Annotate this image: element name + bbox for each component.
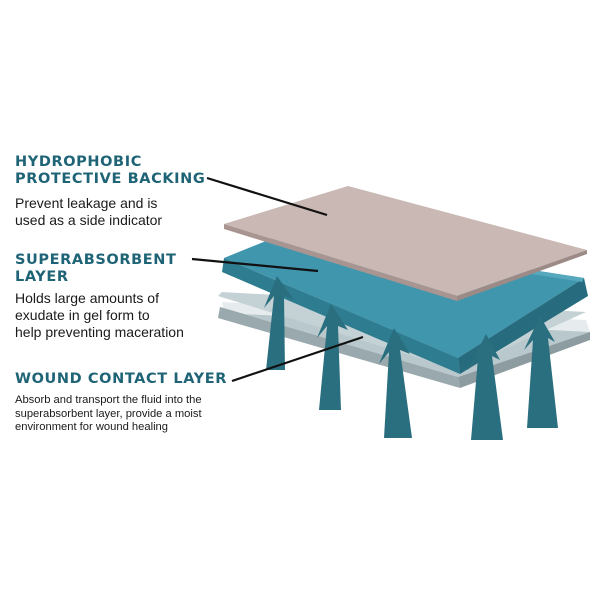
backing-description-line-1: Prevent leakage and is (15, 195, 158, 211)
arrow-1 (264, 276, 294, 370)
backing-title-line-1: HYDROPHOBIC (15, 154, 142, 170)
arrow-2 (317, 304, 348, 410)
leader-line-wound-contact (231, 335, 364, 383)
superabsorbent-description-line-2: exudate in gel form to (15, 307, 150, 323)
wound-contact-description-line-3: environment for wound healing (15, 421, 168, 433)
superabsorbent-description-line-1: Holds large amounts of (15, 290, 159, 306)
wound-contact-description: Absorb and transport the fluid into the … (15, 394, 202, 435)
superabsorbent-title: SUPERABSORBENT LAYER (15, 252, 177, 286)
leader-line-backing (206, 176, 328, 217)
backing-description-line-2: used as a side indicator (15, 212, 163, 228)
leader-line-superabsorbent (191, 257, 319, 273)
arrow-4 (468, 334, 503, 440)
superabsorbent-title-line-2: LAYER (15, 269, 69, 285)
wound-contact-title: WOUND CONTACT LAYER (15, 371, 227, 388)
backing-title: HYDROPHOBIC PROTECTIVE BACKING (15, 154, 205, 188)
backing-title-line-2: PROTECTIVE BACKING (15, 171, 206, 187)
superabsorbent-title-line-1: SUPERABSORBENT (15, 252, 177, 268)
wound-contact-description-line-1: Absorb and transport the fluid into the (15, 394, 202, 406)
wound-contact-description-line-2: superabsorbent layer, provide a moist (15, 407, 202, 420)
arrow-3 (379, 328, 412, 438)
backing-description: Prevent leakage and is used as a side in… (15, 195, 162, 229)
superabsorbent-description: Holds large amounts of exudate in gel fo… (15, 290, 184, 341)
superabsorbent-description-line-3: help preventing maceration (15, 324, 184, 340)
fluid-arrows (264, 276, 558, 440)
wound-contact-title-line-1: WOUND CONTACT LAYER (15, 371, 228, 387)
arrow-5 (524, 316, 558, 428)
leader-lines (191, 176, 364, 383)
backing-layer (224, 186, 587, 301)
